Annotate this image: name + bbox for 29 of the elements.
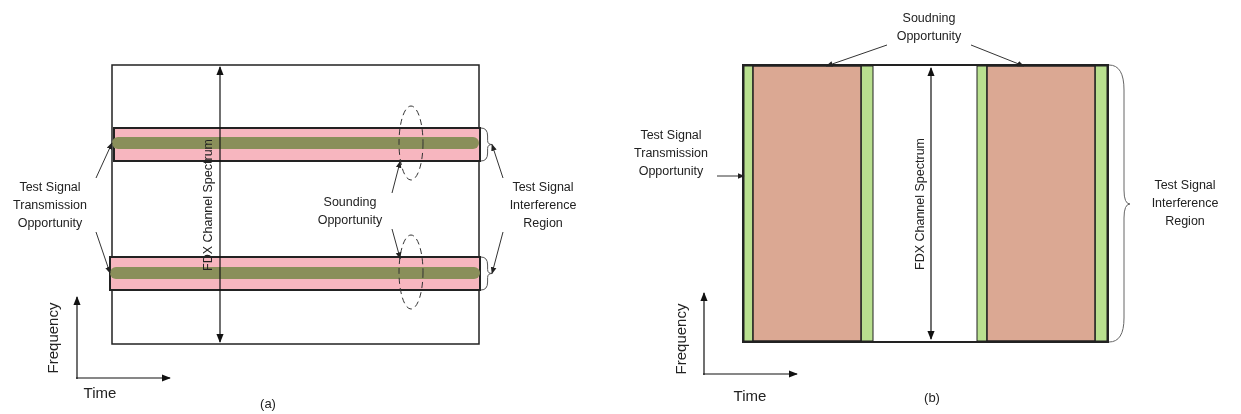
leader-line [716,173,745,179]
signal-strip [743,65,754,342]
panel-label: (b) [924,390,940,404]
leader-line [95,142,113,179]
block [986,65,1096,342]
leader-line [391,228,402,260]
dashed-ellipse [398,105,424,181]
curly-brace [480,127,493,162]
leader-line [491,143,504,179]
axis-label: Frequency [44,302,60,374]
leader-line [391,160,402,194]
callout-label: Test Signal Transmission Opportunity [625,126,717,180]
leader-line [970,44,1025,67]
callout-label: Soudning Opportunity [887,9,971,45]
dimension-label: FDX Channel Spectrum [913,138,927,270]
callout-label: Test Signal Interference Region [503,178,583,232]
leader-line [490,231,504,275]
callout-label: Test Signal Interference Region [1145,176,1225,230]
leader-line [825,44,888,67]
curly-brace [480,256,493,291]
callout-label: Test Signal Transmission Opportunity [4,178,96,232]
block [752,65,862,342]
axis-label: Time [83,384,117,400]
axis-label: Time [733,387,767,403]
leader-line [95,231,111,274]
axis-label: Frequency [672,303,688,375]
dashed-ellipse [398,234,424,310]
callout-label: Sounding Opportunity [308,193,392,229]
panel-label: (a) [260,396,276,410]
